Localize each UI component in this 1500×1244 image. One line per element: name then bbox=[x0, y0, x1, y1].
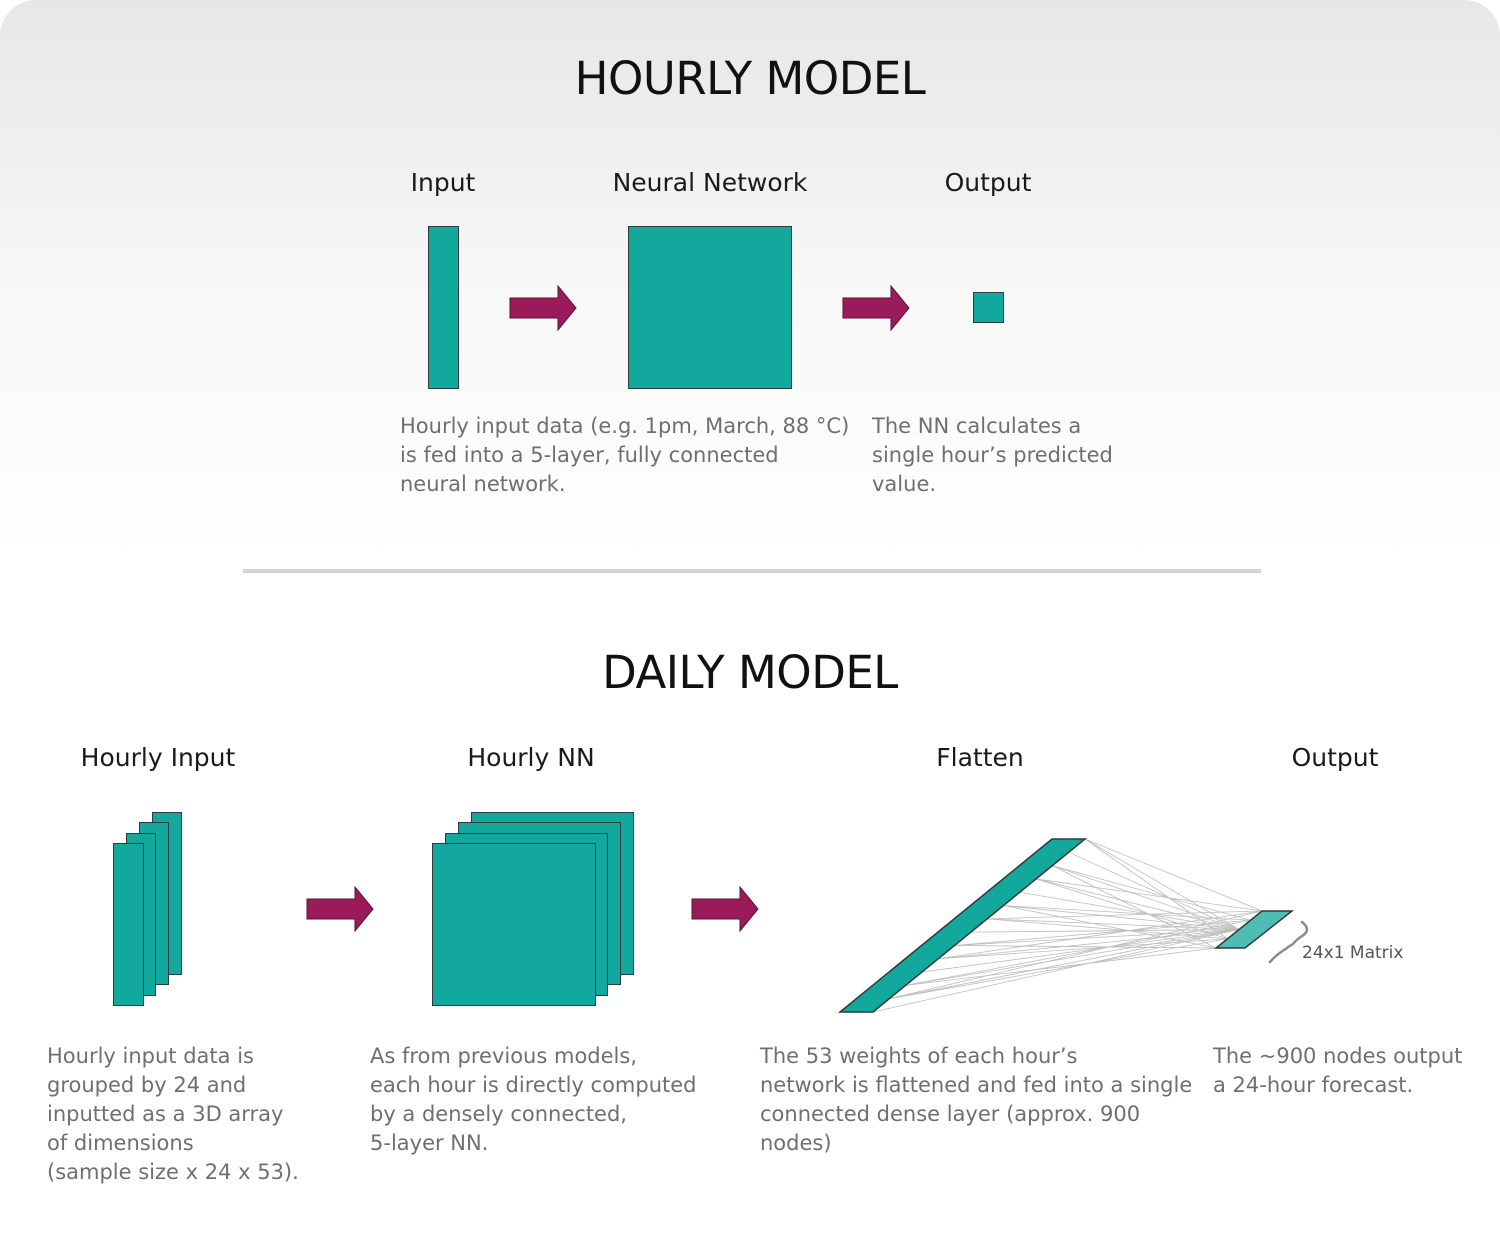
matrix-brace-icon bbox=[1268, 920, 1309, 964]
hourly-network-label: Neural Network bbox=[612, 168, 808, 197]
connection-line bbox=[1084, 838, 1263, 912]
connection-line bbox=[1052, 865, 1251, 921]
connection-line bbox=[905, 919, 1251, 986]
hourly-output-label: Output bbox=[944, 168, 1032, 197]
connection-line bbox=[970, 929, 1240, 933]
daily-nn-description: As from previous models, each hour is di… bbox=[370, 1044, 697, 1155]
connection-line bbox=[938, 929, 1240, 960]
connection-line bbox=[1003, 905, 1251, 921]
arrow-right-icon bbox=[842, 284, 910, 332]
hourly-input-vector bbox=[428, 226, 459, 389]
daily-flatten-label: Flatten bbox=[936, 743, 1024, 772]
connection-line bbox=[954, 929, 1240, 946]
connection-line bbox=[938, 938, 1228, 960]
connection-line bbox=[1084, 838, 1240, 930]
flatten-dense-layer-diagram bbox=[837, 838, 1309, 1013]
connection-line bbox=[987, 910, 1263, 920]
section-divider bbox=[243, 569, 1261, 573]
connection-line bbox=[921, 929, 1240, 973]
connection-line bbox=[1035, 878, 1240, 930]
nn-layer-stack bbox=[432, 843, 596, 1006]
connection-line bbox=[889, 938, 1228, 1000]
connection-line bbox=[1035, 878, 1228, 940]
flattened-layer bbox=[837, 838, 1088, 1013]
connection-line bbox=[1084, 838, 1228, 940]
dense-connections bbox=[872, 838, 1263, 1013]
hourly-output-description: The NN calculates a single hour’s predic… bbox=[872, 414, 1113, 496]
connection-line bbox=[872, 929, 1240, 1013]
hourly-output-node bbox=[973, 292, 1004, 323]
daily-hourly-nn-label: Hourly NN bbox=[467, 743, 595, 772]
connection-line bbox=[1068, 851, 1240, 930]
daily-hourly-input-label: Hourly Input bbox=[80, 743, 236, 772]
output-matrix bbox=[1213, 910, 1295, 949]
connection-line bbox=[889, 910, 1263, 1000]
connection-line bbox=[987, 918, 1228, 940]
arrow-right-icon bbox=[306, 885, 374, 933]
connection-line bbox=[905, 947, 1217, 986]
connection-line bbox=[889, 929, 1240, 1000]
connection-line bbox=[1019, 891, 1240, 930]
daily-output-description: The ~900 nodes output a 24-hour forecast… bbox=[1213, 1044, 1463, 1097]
input-layer-stack bbox=[113, 843, 144, 1006]
connection-line bbox=[938, 910, 1263, 960]
connection-line bbox=[1036, 878, 1263, 912]
arrow-right-icon bbox=[509, 284, 577, 332]
daily-model-title: DAILY MODEL bbox=[602, 646, 898, 699]
daily-flatten-description: The 53 weights of each hour’s network is… bbox=[760, 1044, 1193, 1155]
connection-line bbox=[905, 929, 1240, 986]
hourly-input-description: Hourly input data (e.g. 1pm, March, 88 °… bbox=[400, 414, 850, 496]
connection-line bbox=[987, 918, 1240, 930]
connection-line bbox=[954, 945, 1217, 949]
matrix-dimension-label: 24x1 Matrix bbox=[1302, 943, 1404, 963]
arrow-right-icon bbox=[691, 885, 759, 933]
connection-line bbox=[954, 919, 1251, 946]
hourly-neural-network-block bbox=[628, 226, 792, 389]
daily-output-label: Output bbox=[1291, 743, 1379, 772]
daily-input-description: Hourly input data is grouped by 24 and i… bbox=[47, 1044, 299, 1184]
hourly-input-label: Input bbox=[410, 168, 476, 197]
hourly-model-title: HOURLY MODEL bbox=[574, 52, 926, 105]
